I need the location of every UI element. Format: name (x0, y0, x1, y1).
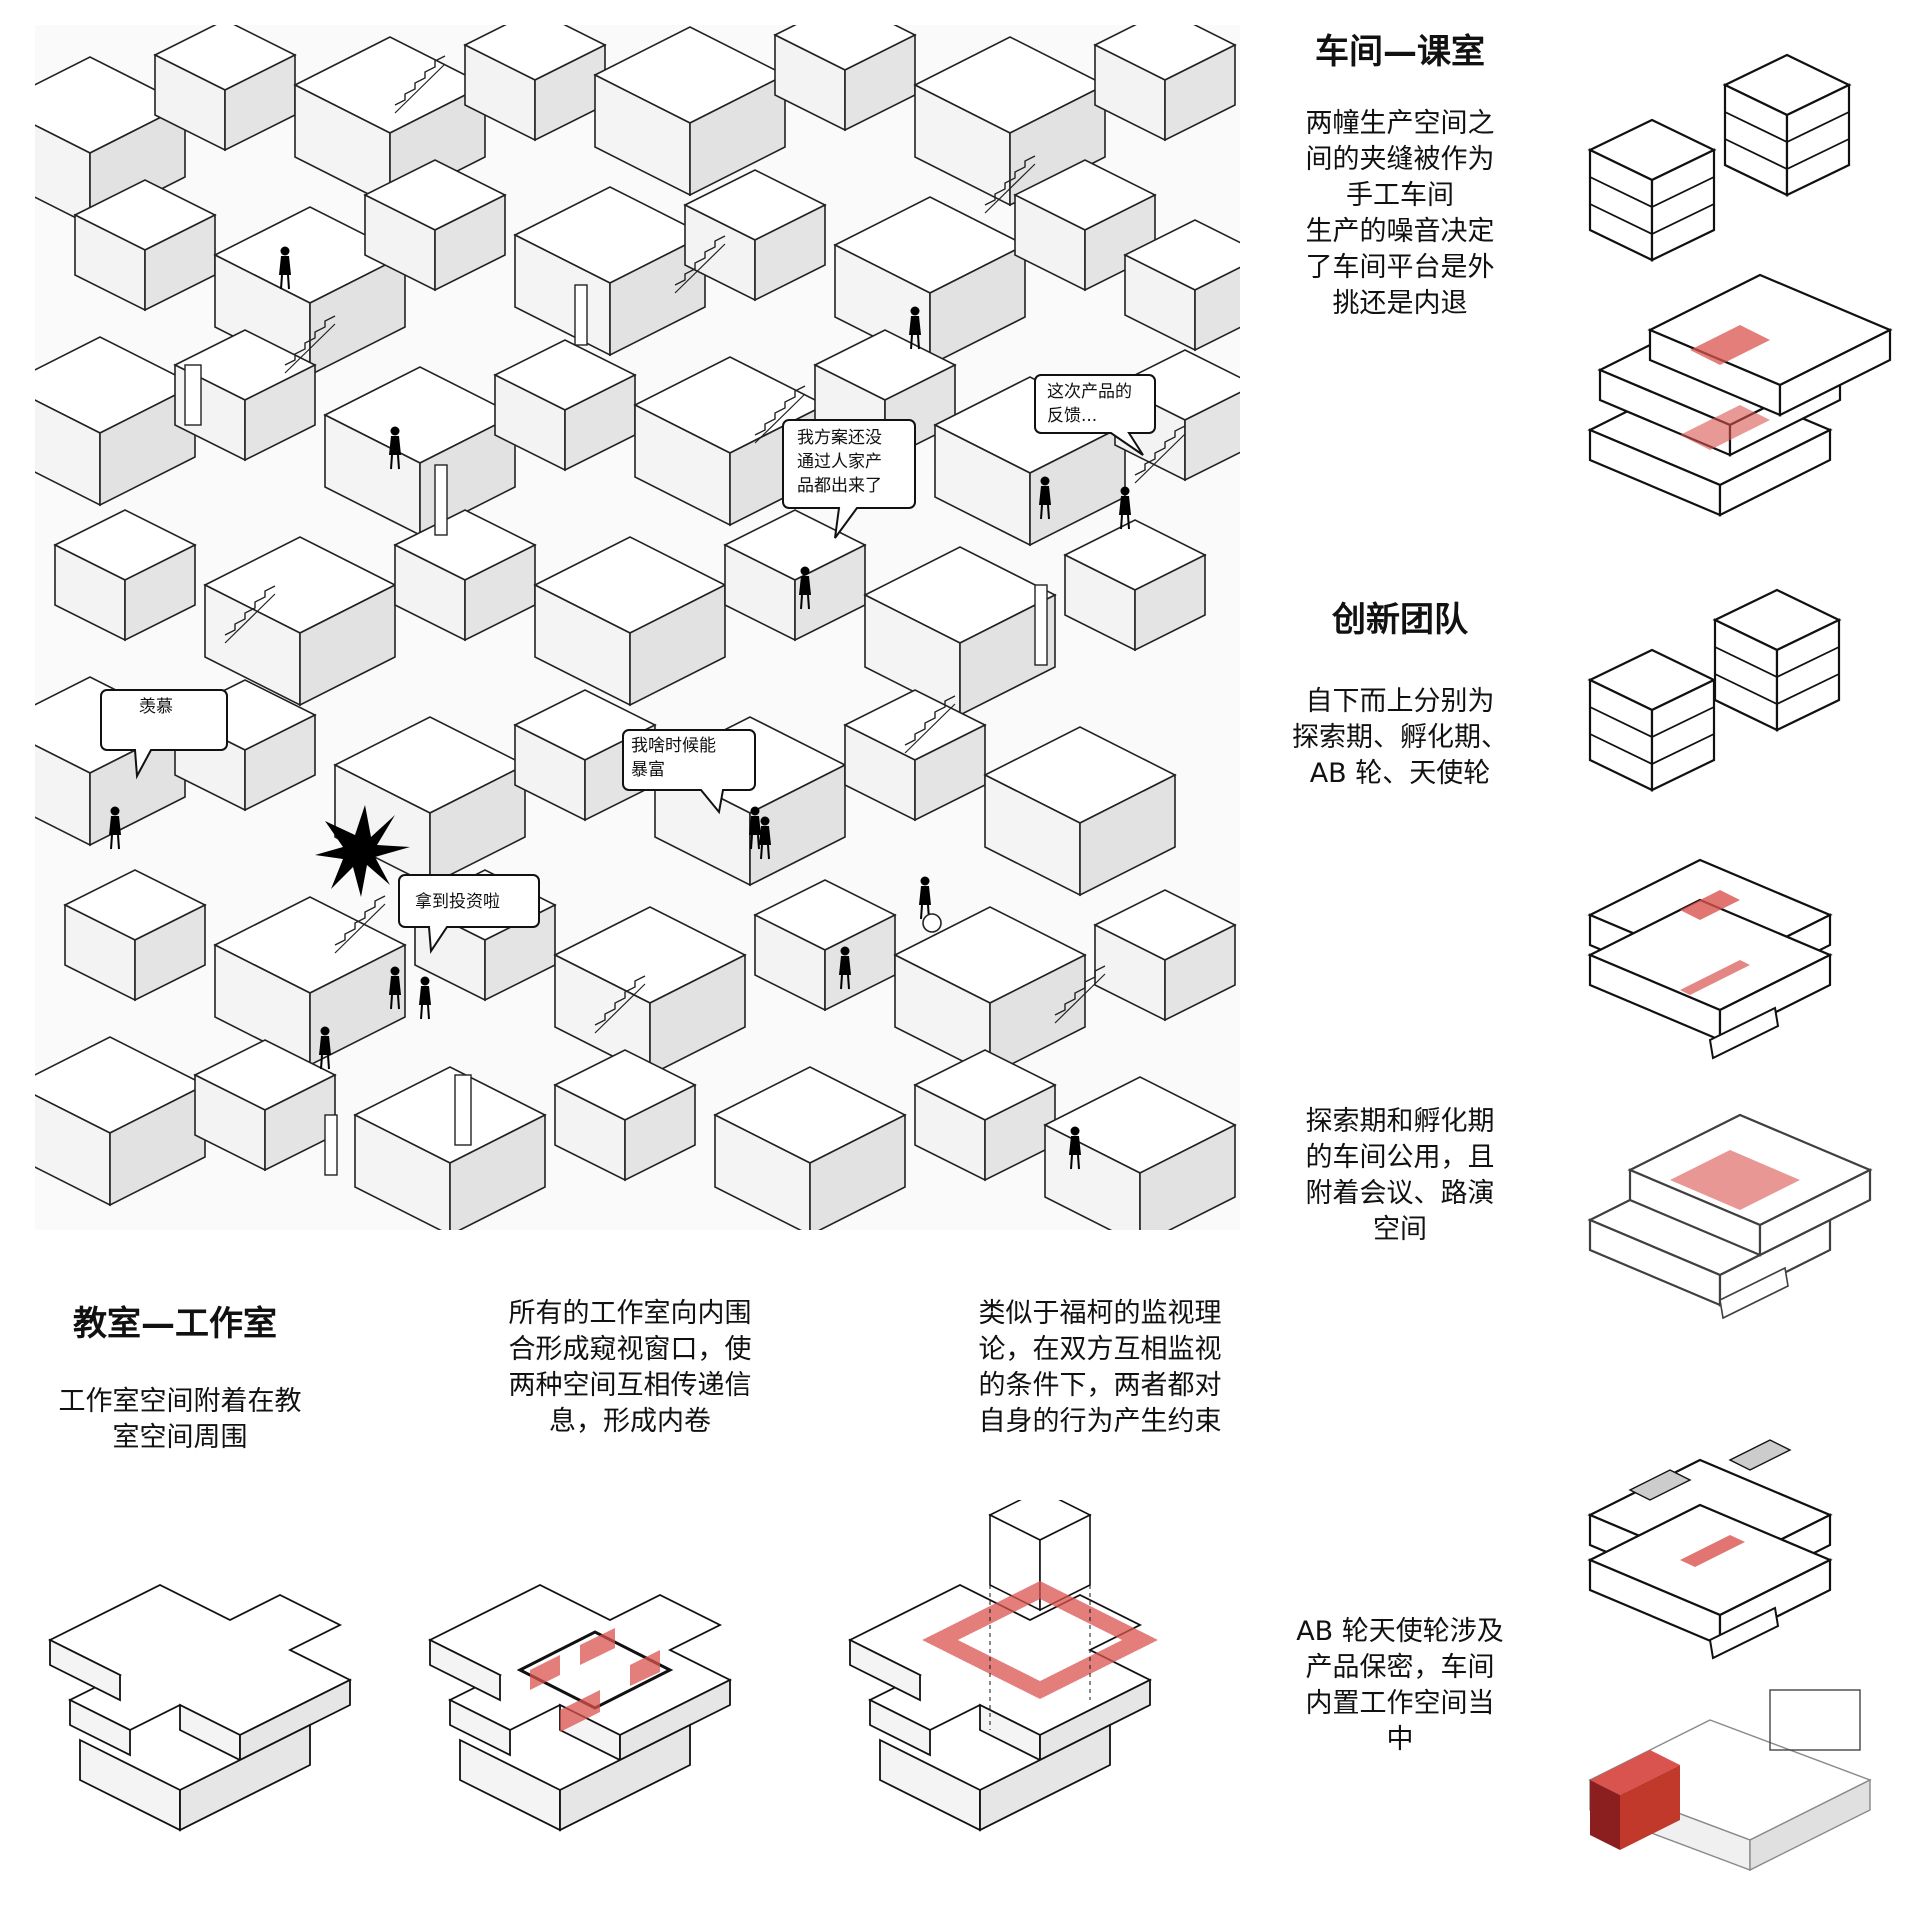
burst-icon (315, 805, 410, 897)
diagram-team-stacks (1588, 588, 1841, 792)
bottom-col3-description: 类似于福柯的监视理 论，在双方互相监视 的条件下，两者都对 自身的行为产生约束 (978, 1298, 1222, 1437)
ring-icon (922, 913, 942, 933)
speech-bubble-2: 这次产品的 反馈... (1034, 374, 1156, 456)
bubble-2-line-2: 反馈... (1047, 406, 1097, 426)
bubble-4-line-2: 暴富 (631, 760, 665, 780)
diagram-workshop-gap (1588, 273, 1892, 517)
diagram-two-blocks (1588, 53, 1851, 262)
bubble-1-line-3: 品都出来了 (797, 476, 882, 496)
bubble-4-line-1: 我啥时候能 (631, 736, 716, 756)
right-diagrams (1588, 53, 1892, 1872)
section2-description: 自下而上分别为 探索期、孵化期、 AB 轮、天使轮 (1292, 686, 1508, 789)
bubble-1-line-1: 我方案还没 (797, 428, 882, 448)
section-title-innovation-team: 创新团队 (1332, 600, 1468, 640)
diagram-classroom-cross (49, 1584, 351, 1831)
section-title-workshop-classroom: 车间—课室 (1315, 32, 1485, 72)
diagram-slab-ab-round (1588, 1439, 1832, 1660)
columns (184, 284, 1048, 1176)
section1-description: 两幢生产空间之 间的夹缝被作为 手工车间 生产的噪音决定 了车间平台是外 挑还是… (1305, 108, 1495, 319)
bottom-section-description: 工作室空间附着在教 室空间周围 (58, 1386, 302, 1453)
bubble-1-line-2: 通过人家产 (797, 452, 882, 472)
section-title-classroom-studio: 教室—工作室 (73, 1304, 277, 1344)
speech-bubble-4: 我啥时候能 暴富 (622, 729, 756, 815)
diagram-slab-stairs-1 (1588, 858, 1832, 1060)
bubble-2-line-1: 这次产品的 (1047, 382, 1132, 402)
diagram-slab-shared (1588, 1113, 1872, 1320)
speech-bubble-5: 拿到投资啦 (398, 874, 540, 954)
section4-description: AB 轮天使轮涉及 产品保密，车间 内置工作空间当 中 (1296, 1616, 1504, 1755)
diagram-surveillance (849, 1500, 1158, 1831)
bubble-3-line-1: 羡慕 (139, 697, 173, 717)
diagram-studio-ring (429, 1584, 731, 1831)
bottom-col2-description: 所有的工作室向内围 合形成窥视窗口，使 两种空间互相传递信 息，形成内卷 (508, 1298, 752, 1437)
speech-bubble-1: 我方案还没 通过人家产 品都出来了 (782, 419, 916, 539)
main-axonometric-illustration: 我方案还没 通过人家产 品都出来了 这次产品的 反馈... 羡慕 我啥时候能 暴… (35, 25, 1240, 1230)
bottom-diagrams (49, 1500, 1158, 1831)
diagram-interior-office (1588, 1689, 1872, 1872)
speech-bubble-3: 羡慕 (100, 689, 228, 780)
bubble-5-line-1: 拿到投资啦 (415, 891, 500, 912)
section3-description: 探索期和孵化期 的车间公用，且 附着会议、路演 空间 (1305, 1106, 1495, 1245)
